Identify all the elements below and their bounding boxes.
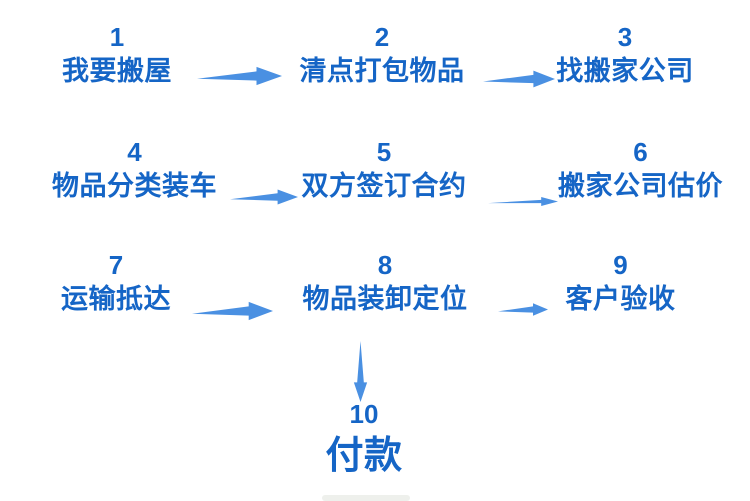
bottom-cutoff-element [322, 495, 410, 501]
step-8-number: 8 [377, 250, 393, 280]
step-8: 8 物品装卸定位 [295, 251, 475, 314]
step-10-number: 10 [349, 399, 379, 429]
step-2: 2 清点打包物品 [292, 23, 472, 86]
arrow-down-8-10-icon [353, 341, 368, 402]
step-4: 4 物品分类装车 [42, 138, 227, 201]
step-9-number: 9 [613, 250, 628, 280]
step-7-label: 运输抵达 [61, 284, 171, 314]
step-7-number: 7 [108, 250, 124, 280]
step-9-label: 客户验收 [565, 284, 676, 314]
step-3-label: 找搬家公司 [556, 56, 694, 86]
step-10-label: 付款 [325, 435, 403, 477]
arrow-right-5-6-icon [488, 197, 558, 206]
step-5-number: 5 [376, 137, 392, 167]
arrow-right-1-2-icon [197, 66, 282, 86]
arrow-right-8-9-icon [498, 303, 548, 316]
arrow-right-7-8-icon [192, 301, 273, 321]
step-1-number: 1 [109, 22, 125, 52]
step-9: 9 客户验收 [548, 251, 693, 314]
step-5-label: 双方签订合约 [301, 171, 467, 201]
step-3-number: 3 [617, 22, 633, 52]
step-4-number: 4 [127, 137, 142, 167]
step-2-label: 清点打包物品 [299, 56, 465, 86]
step-2-number: 2 [374, 22, 390, 52]
step-6-number: 6 [633, 137, 648, 167]
step-6: 6 搬家公司估价 [548, 138, 733, 201]
step-3: 3 找搬家公司 [540, 23, 710, 86]
step-10: 10 付款 [294, 400, 434, 476]
step-8-label: 物品装卸定位 [302, 284, 468, 314]
arrow-right-2-3-icon [483, 70, 555, 88]
step-5: 5 双方签订合约 [294, 138, 474, 201]
step-4-label: 物品分类装车 [52, 171, 217, 201]
step-1: 1 我要搬屋 [37, 23, 197, 86]
step-6-label: 搬家公司估价 [558, 171, 723, 201]
step-7: 7 运输抵达 [41, 251, 191, 314]
step-1-label: 我要搬屋 [62, 56, 172, 86]
arrow-right-4-5-icon [230, 189, 298, 205]
